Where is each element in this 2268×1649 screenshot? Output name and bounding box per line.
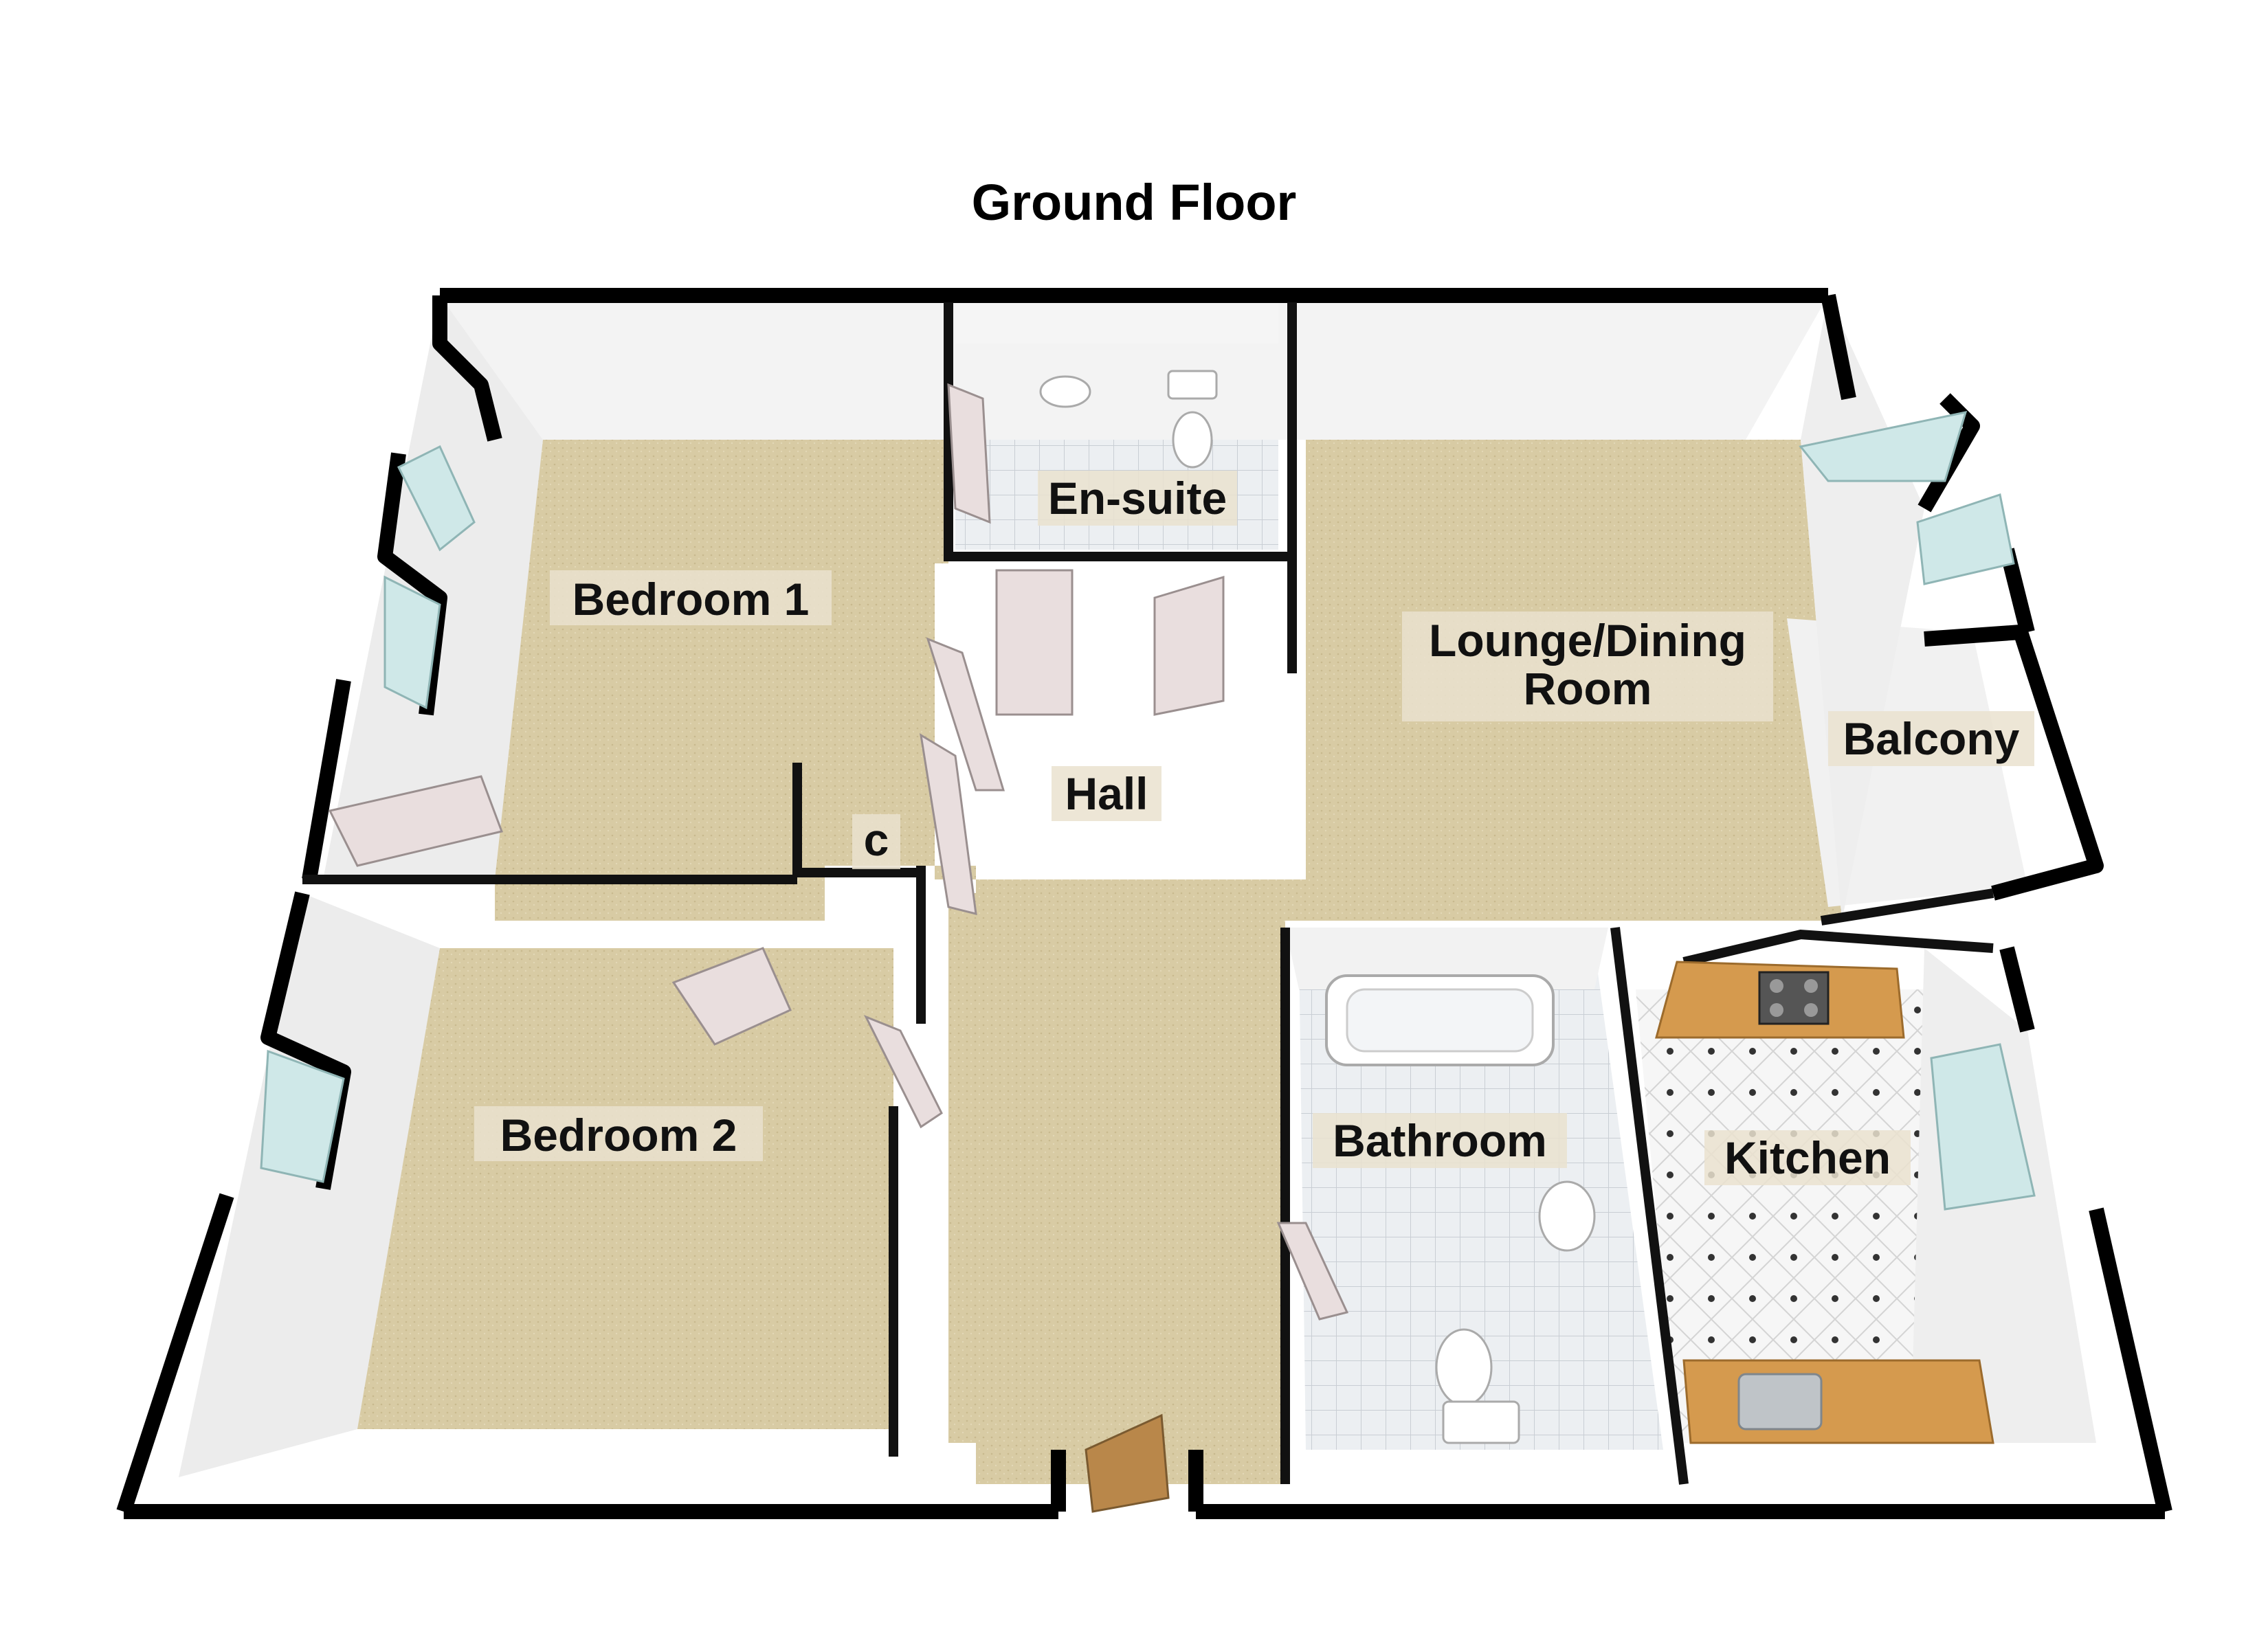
label-kitchen: Kitchen (1724, 1132, 1891, 1183)
label-lounge-line1: Lounge/Dining (1429, 615, 1746, 666)
label-lounge-line2: Room (1524, 663, 1652, 714)
plan-title: Ground Floor (972, 174, 1297, 231)
label-balcony: Balcony (1843, 713, 2020, 764)
door-ensuite[interactable] (947, 383, 991, 524)
window-lounge (1799, 411, 1968, 482)
room-labels: Bedroom 1 En-suite Lounge/Dining Room Ha… (474, 471, 2034, 1185)
carpet-floor-bedroom2 (351, 948, 893, 1429)
windows (260, 411, 2036, 1211)
ensuite-cistern-icon (1167, 370, 1218, 400)
bathroom-toilet-icon (1435, 1328, 1493, 1406)
door-wardrobe-2[interactable] (1153, 575, 1225, 716)
label-bedroom1: Bedroom 1 (572, 574, 810, 625)
front-door[interactable] (1085, 1413, 1170, 1513)
label-ensuite: En-suite (1048, 473, 1227, 524)
window-bedroom1-lower (383, 575, 441, 710)
bathroom-basin-icon (1538, 1180, 1596, 1252)
window-balcony (1916, 493, 2015, 585)
door-bedroom1-wardrobe[interactable] (328, 775, 504, 867)
left-wall-bedroom2 (179, 893, 440, 1477)
door-bedroom2-wardrobe[interactable] (671, 947, 792, 1046)
doors (328, 383, 1349, 1513)
door-wardrobe-1[interactable] (995, 569, 1074, 716)
bathroom-fixtures (1325, 974, 1596, 1444)
carpet-floor-hall (948, 893, 1285, 1443)
door-bathroom[interactable] (1276, 1222, 1349, 1321)
sink-icon (1737, 1373, 1823, 1431)
door-bedroom2[interactable] (863, 1015, 943, 1129)
label-hall: Hall (1065, 768, 1148, 819)
ensuite-toilet-icon (1172, 411, 1213, 469)
window-kitchen (1930, 1043, 2036, 1211)
ensuite-basin-icon (1039, 375, 1091, 408)
bathroom-floor (1299, 948, 1663, 1450)
window-bedroom1-upper (397, 445, 476, 552)
kitchen-worktop-lower (1682, 1359, 1994, 1444)
ensuite-fixtures (1039, 370, 1218, 469)
kitchen-floor (1636, 989, 1924, 1443)
ensuite-back-wall (955, 302, 1278, 344)
door-bedroom1[interactable] (926, 637, 1005, 792)
kitchen-fixtures (1655, 961, 1994, 1444)
label-cupboard: c (864, 814, 889, 865)
label-bathroom: Bathroom (1333, 1115, 1547, 1166)
bathroom-back-wall (1285, 928, 1608, 989)
top-wall-face (440, 295, 1828, 440)
window-bedroom2 (260, 1049, 345, 1183)
door-cupboard[interactable] (920, 733, 977, 915)
hob-icon (1758, 971, 1830, 1025)
label-bedroom2: Bedroom 2 (500, 1110, 737, 1160)
